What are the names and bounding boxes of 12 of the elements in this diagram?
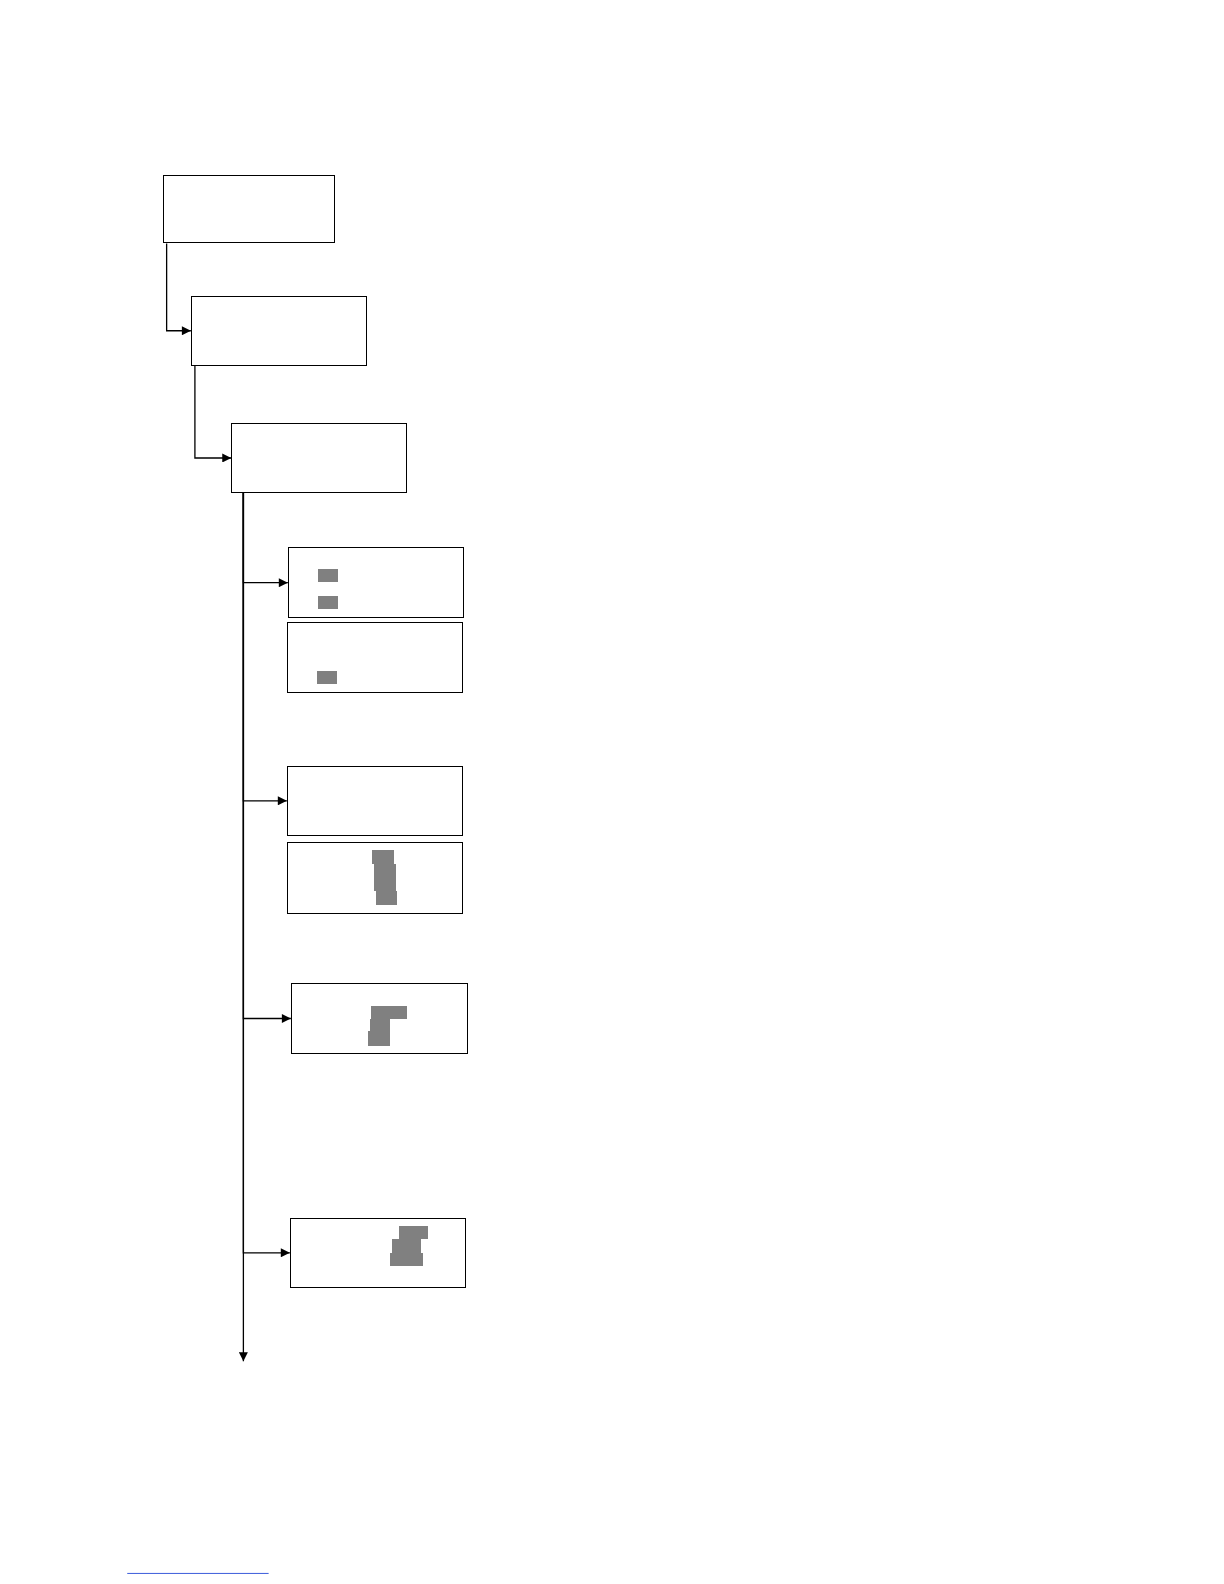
process-box xyxy=(289,1217,466,1288)
process-box xyxy=(287,547,464,619)
process-box xyxy=(290,982,468,1055)
process-box xyxy=(231,423,407,493)
process-box xyxy=(162,174,336,244)
process-box xyxy=(286,765,463,837)
arrow xyxy=(194,364,232,463)
process-box xyxy=(286,842,463,914)
arrow xyxy=(166,242,192,336)
process-box xyxy=(286,622,463,693)
arrow xyxy=(242,492,291,1258)
process-box xyxy=(190,295,367,366)
